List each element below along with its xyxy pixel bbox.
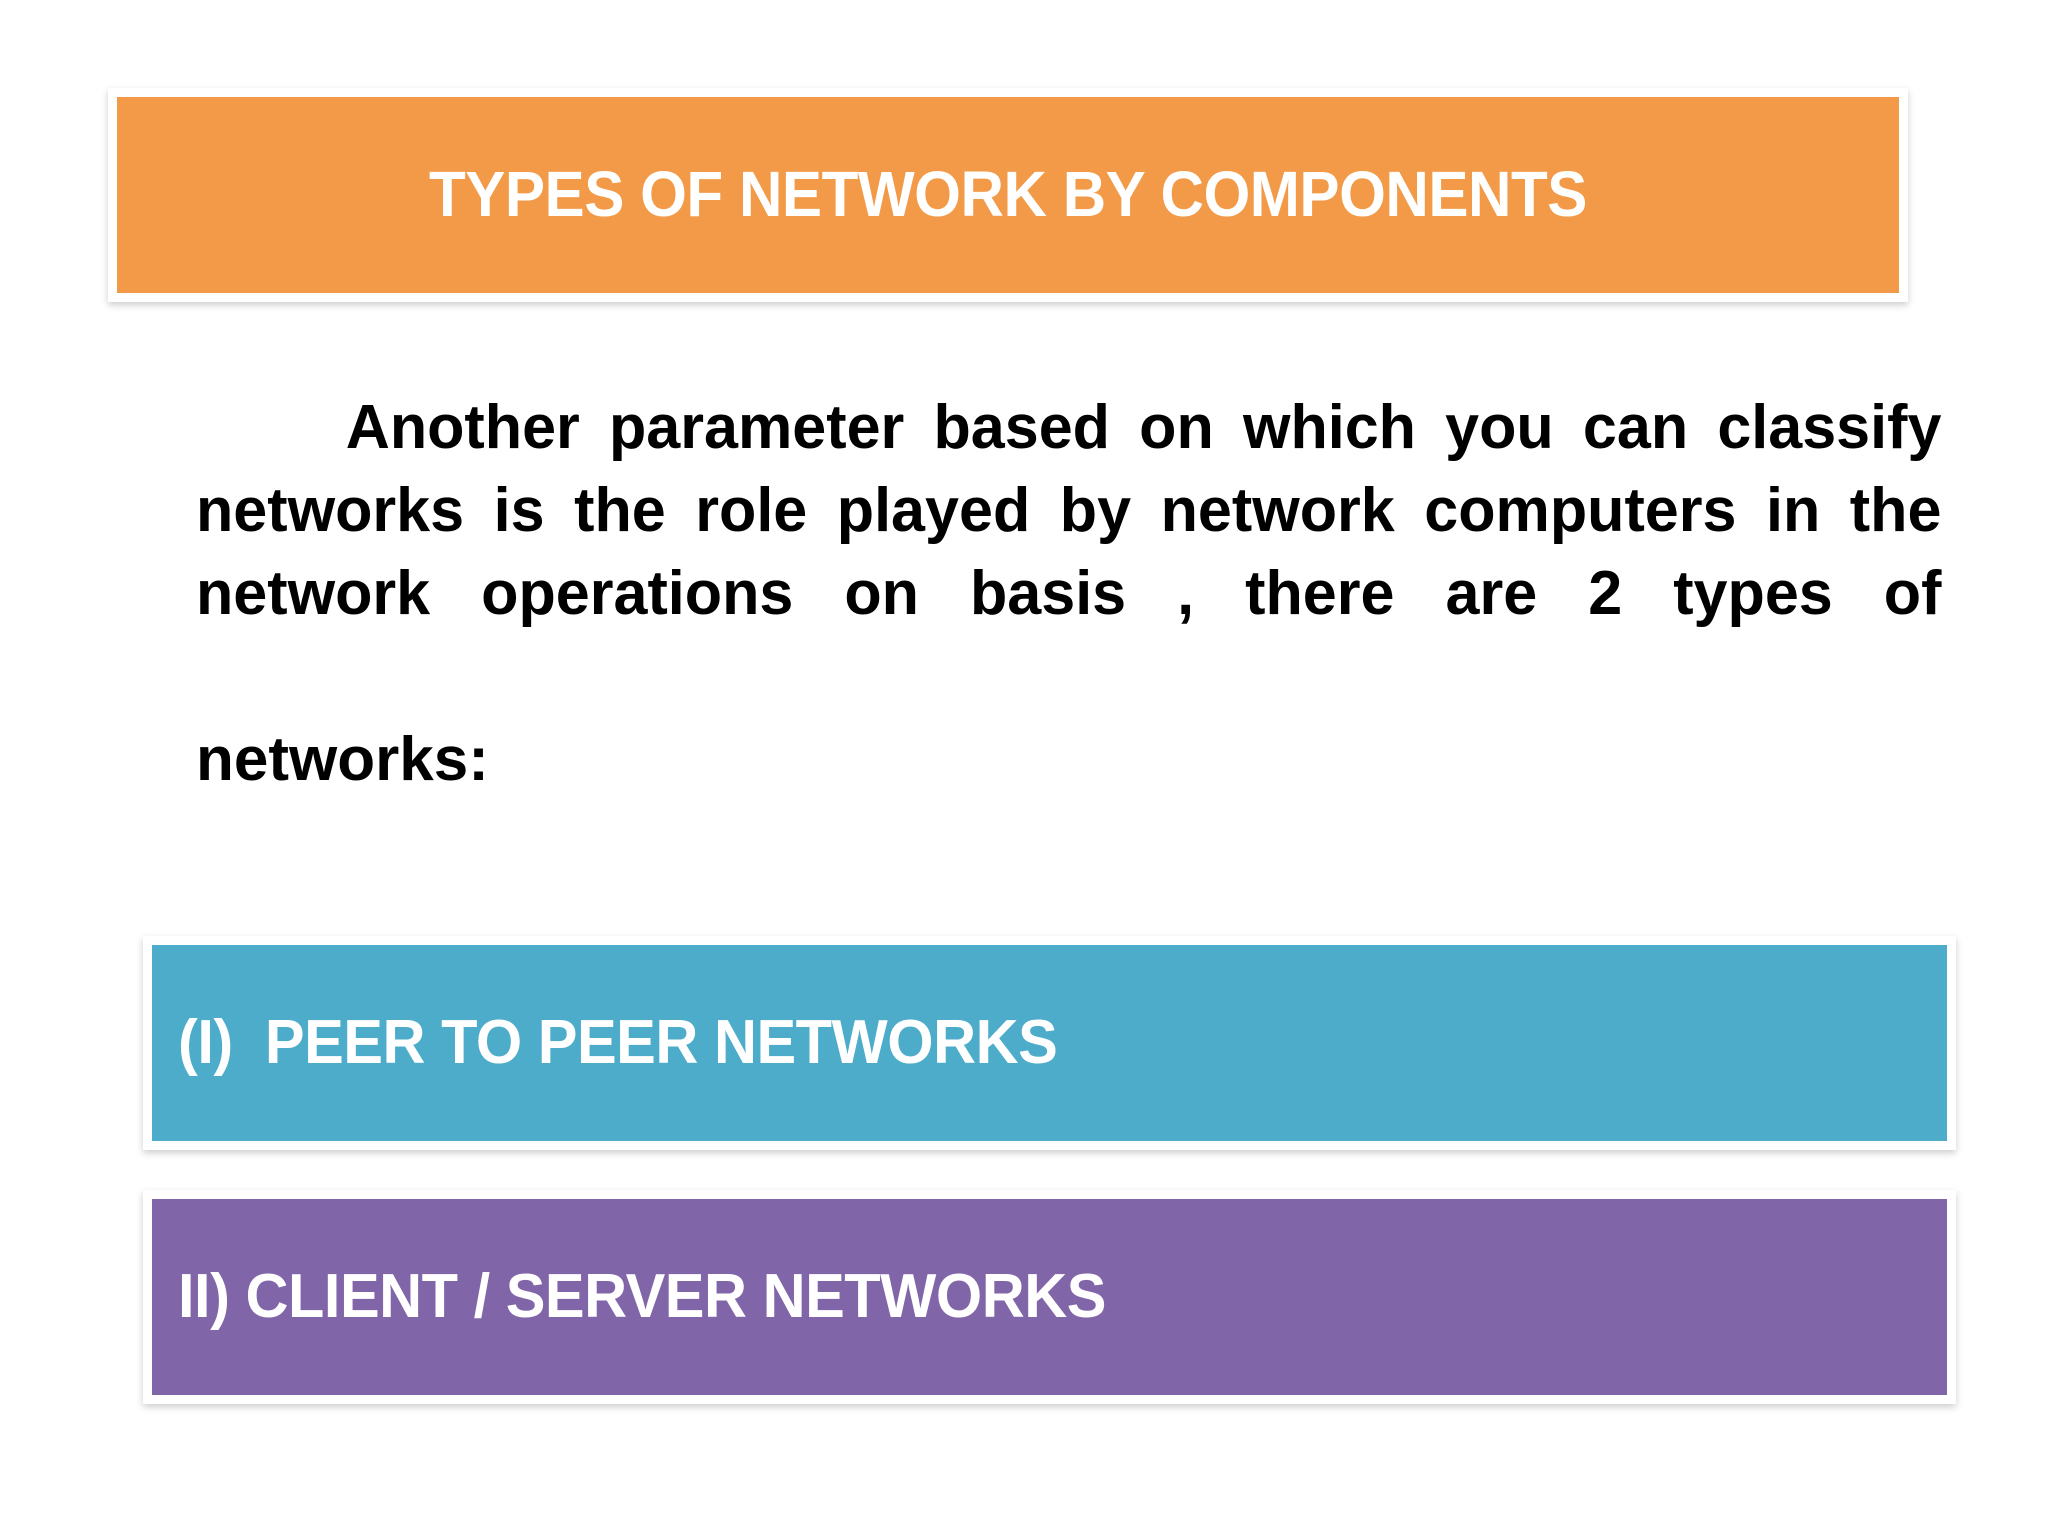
network-type-item-client-server-fill: II) CLIENT / SERVER NETWORKS [152, 1199, 1947, 1395]
network-type-item-peer-to-peer-fill: (I) PEER TO PEER NETWORKS [152, 945, 1947, 1141]
network-type-item-client-server[interactable]: II) CLIENT / SERVER NETWORKS [143, 1190, 1956, 1404]
page-title: TYPES OF NETWORK BY COMPONENTS [429, 158, 1587, 231]
body-paragraph: Another parameter based on which you can… [196, 393, 1942, 629]
body-text-block: Another parameter based on which you can… [196, 386, 1968, 801]
title-banner: TYPES OF NETWORK BY COMPONENTS [108, 88, 1908, 302]
title-banner-fill: TYPES OF NETWORK BY COMPONENTS [117, 97, 1899, 293]
network-type-item-peer-to-peer[interactable]: (I) PEER TO PEER NETWORKS [143, 936, 1956, 1150]
body-paragraph-tail: networks: [196, 725, 489, 795]
network-type-item-peer-to-peer-label: (I) PEER TO PEER NETWORKS [178, 1008, 1058, 1078]
network-type-item-client-server-label: II) CLIENT / SERVER NETWORKS [178, 1262, 1106, 1332]
